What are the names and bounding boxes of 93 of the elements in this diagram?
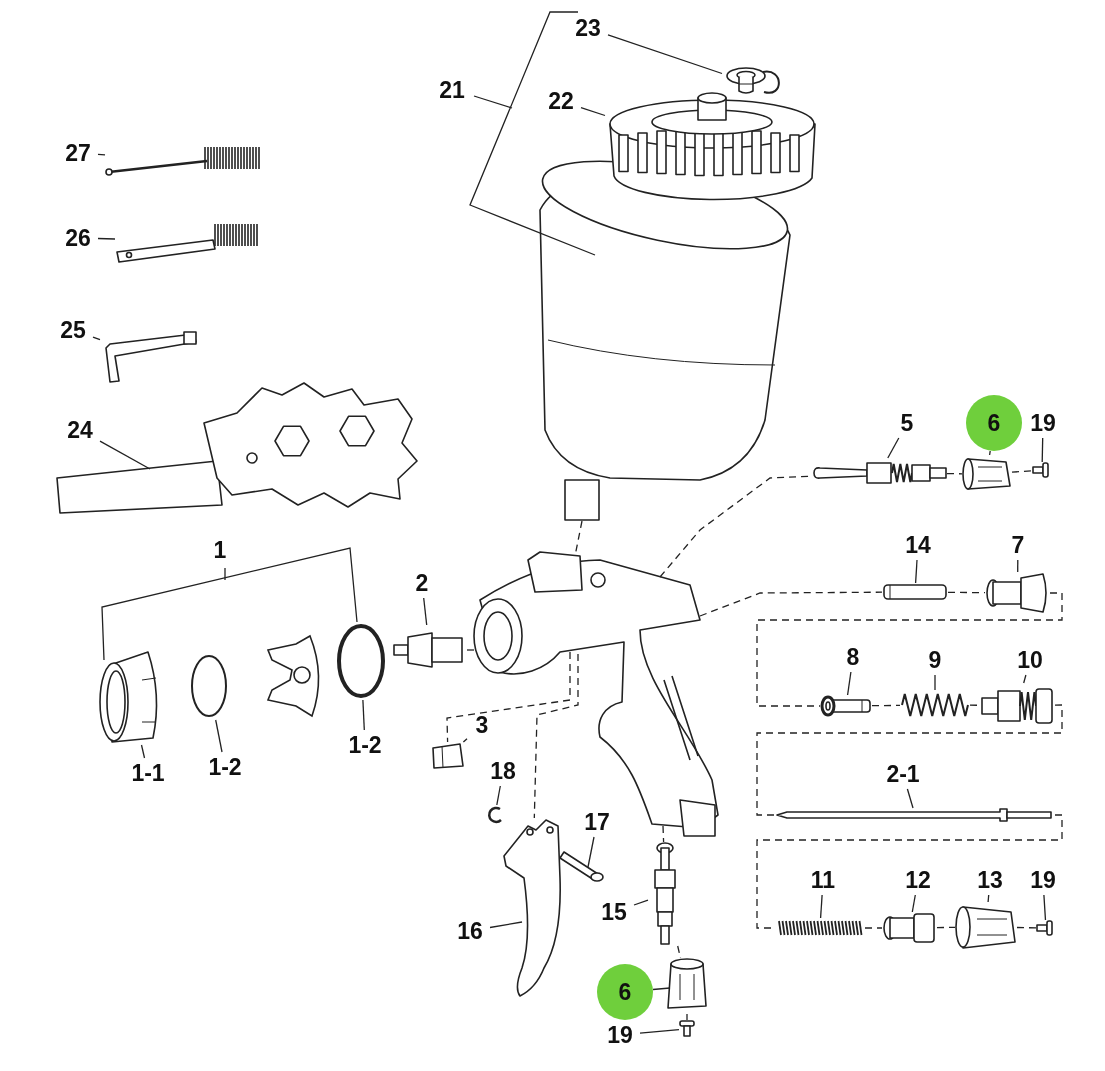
spring-housing-drawing — [882, 912, 937, 944]
callout-number: 8 — [838, 642, 868, 672]
callout-number: 1-1 — [124, 758, 172, 788]
assembly-guide-line — [1016, 926, 1038, 929]
assembly-guide-line — [756, 814, 1063, 929]
fluid-needle-drawing — [775, 808, 1055, 822]
callout-number: 26 — [58, 223, 98, 253]
callout-number: 19 — [600, 1020, 640, 1050]
callout-number: 2-1 — [879, 759, 927, 789]
callout-number: 21 — [438, 75, 466, 105]
valve-housing-drawing — [985, 572, 1050, 614]
leader-line — [987, 894, 990, 903]
leader-line — [1023, 674, 1027, 684]
callout-number: 17 — [577, 807, 617, 837]
leader-line — [911, 894, 916, 913]
leader-line — [97, 237, 116, 240]
callout-number: 2 — [407, 568, 437, 598]
assembly-guide-line — [662, 825, 665, 843]
leader-line — [819, 894, 823, 919]
assembly-guide-line — [686, 1013, 688, 1021]
assembly-guide-line — [699, 591, 883, 617]
adjustment-knob-drawing — [962, 455, 1012, 493]
leader-line — [1041, 437, 1044, 463]
leader-line — [215, 719, 223, 753]
leader-line — [639, 1029, 680, 1034]
leader-line — [1017, 559, 1019, 573]
screw-drawing — [679, 1020, 695, 1038]
callout-number: 11 — [803, 865, 843, 895]
callout-number: 19 — [1023, 865, 1063, 895]
assembly-guide-line — [936, 926, 956, 929]
leader-line — [633, 899, 649, 906]
callout-number: 12 — [898, 865, 938, 895]
pin-drawing — [882, 583, 948, 601]
leader-line — [914, 559, 918, 584]
callout-number: 25 — [53, 315, 93, 345]
leader-line — [846, 671, 852, 696]
leader-line — [906, 788, 914, 809]
leader-line — [887, 437, 900, 459]
callout-number: 1-2 — [341, 730, 389, 760]
leader-line — [462, 738, 468, 743]
callout-number: 9 — [920, 645, 950, 675]
callout-number: 18 — [483, 756, 523, 786]
assembly-guide-line — [756, 592, 1063, 707]
callout-number: 6 — [597, 964, 653, 1020]
spray-gun-body-drawing — [470, 548, 722, 840]
spring-drawing — [775, 918, 865, 938]
assembly-guide-line — [864, 927, 883, 929]
callout-number: 24 — [60, 415, 100, 445]
leader-line — [934, 674, 936, 691]
assembly-guide-line — [947, 591, 986, 594]
callout-number: 1 — [212, 535, 228, 565]
nut-drawing — [430, 742, 466, 770]
leader-line — [92, 336, 101, 341]
leader-line — [580, 106, 606, 117]
leader-line — [988, 450, 991, 456]
callout-number: 3 — [467, 710, 497, 740]
callout-number: 19 — [1023, 408, 1063, 438]
assembly-guide-line — [756, 704, 1063, 816]
leader-line — [496, 785, 501, 806]
seal-ring-drawing — [335, 622, 387, 700]
callout-number: 10 — [1010, 645, 1050, 675]
callout-number: 27 — [58, 138, 98, 168]
callout-number: 23 — [568, 13, 608, 43]
assembly-guide-line — [946, 472, 963, 475]
callout-number: 1-2 — [201, 752, 249, 782]
assembly-guide-line — [446, 651, 571, 743]
leader-line — [140, 744, 146, 759]
callout-number: 7 — [1003, 530, 1033, 560]
screw-drawing — [1037, 920, 1055, 936]
callout-number: 5 — [892, 408, 922, 438]
callout-number: 16 — [450, 916, 490, 946]
assembly-guide-line — [533, 653, 579, 819]
leader-line — [607, 34, 723, 75]
callout-number: 15 — [594, 897, 634, 927]
callout-number: 6 — [966, 395, 1022, 451]
trigger-pin-drawing — [560, 848, 605, 882]
screw-drawing — [1033, 462, 1051, 478]
seal-ring-drawing — [188, 652, 230, 720]
assembly-guide-line — [466, 649, 475, 651]
leader-line — [489, 921, 523, 929]
assembly-guide-line — [1011, 470, 1034, 473]
leader-line — [423, 597, 428, 626]
paint-cup-drawing — [536, 160, 794, 522]
assembly-guide-line — [871, 704, 901, 707]
callout-number: 14 — [898, 530, 938, 560]
trigger-drawing — [500, 818, 564, 1000]
leader-line — [587, 836, 595, 868]
callout-number: 13 — [970, 865, 1010, 895]
leader-line — [1043, 894, 1047, 921]
valve-stem-drawing — [820, 695, 872, 717]
leader-line — [97, 153, 106, 156]
callout-number: 22 — [541, 86, 581, 116]
leader-line — [362, 699, 365, 731]
